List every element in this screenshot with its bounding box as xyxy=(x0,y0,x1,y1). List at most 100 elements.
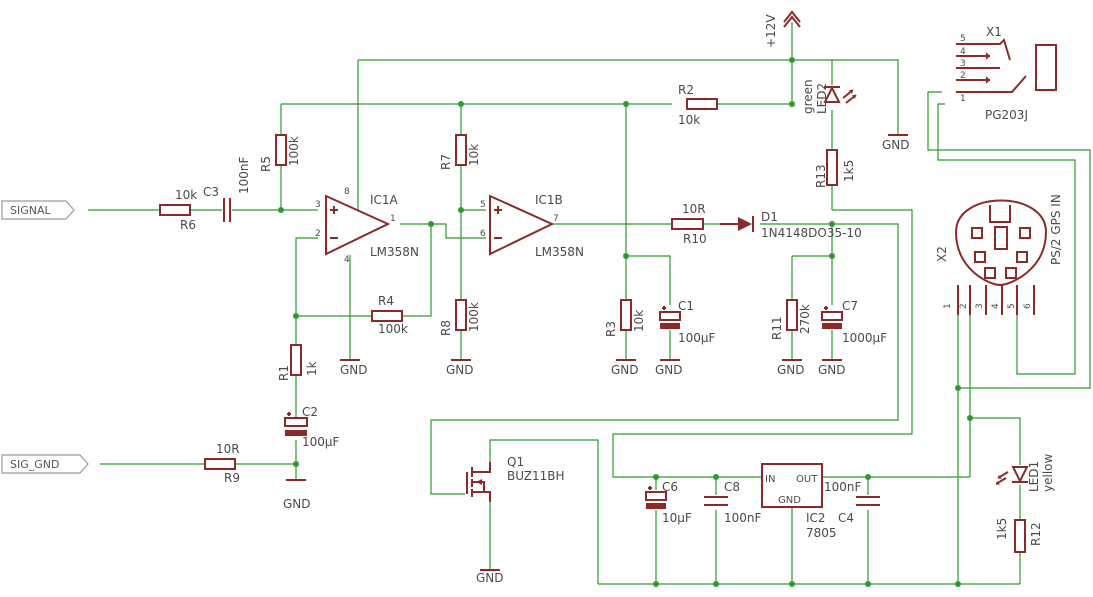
c1-value: 100µF xyxy=(678,331,716,345)
r6-value: 10k xyxy=(175,188,197,202)
gnd-label-ic1a: GND xyxy=(340,363,368,377)
c6-value: 10µF xyxy=(662,511,692,525)
c6-name: C6 xyxy=(662,480,678,494)
ic1a-pin1: 1 xyxy=(390,214,396,224)
q1-value: BUZ11BH xyxy=(507,469,565,483)
gnd-label-c1: GND xyxy=(655,363,683,377)
ic1a-name: IC1A xyxy=(370,193,399,207)
wires xyxy=(88,22,1091,585)
gnd-label-c2: GND xyxy=(283,497,311,511)
capacitor-c7: C7 1000µF xyxy=(821,299,887,345)
r3-name: R3 xyxy=(604,321,618,337)
r1-name: R1 xyxy=(277,365,291,381)
resistor-r10: 10R R10 xyxy=(671,202,707,246)
ic1b-pin5: 5 xyxy=(480,200,486,210)
gnd-label-r3: GND xyxy=(611,363,639,377)
r11-name: R11 xyxy=(770,316,784,340)
r9-name: R9 xyxy=(224,471,240,485)
ic1b-pin6: 6 xyxy=(480,229,486,239)
ic1b-value: LM358N xyxy=(535,245,584,259)
x2-pin4: 4 xyxy=(991,303,1001,309)
connector-x1: 5 4 3 2 1 X1 PG203J xyxy=(956,25,1057,122)
led-led2: green LED2 xyxy=(801,79,857,114)
capacitor-c8: C8 100nF xyxy=(704,480,762,525)
gnd-label-q1: GND xyxy=(476,571,504,585)
capacitor-c2: C2 100µF xyxy=(284,405,340,449)
ic2-name: IC2 xyxy=(806,511,826,525)
r5-value: 100k xyxy=(287,136,301,166)
sig-gnd-port: SIG_GND xyxy=(1,454,89,474)
gnd-symbols: GND GND GND GND GND GND GND GND GND xyxy=(283,134,910,585)
ic2-gnd-pin: GND xyxy=(778,495,801,506)
c8-name: C8 xyxy=(724,480,740,494)
capacitor-c3: C3 100nF xyxy=(203,156,251,222)
r4-name: R4 xyxy=(378,294,394,308)
gnd-label-r11: GND xyxy=(777,363,805,377)
mosfet-q1: Q1 BUZ11BH xyxy=(466,455,565,502)
r10-value: 10R xyxy=(682,202,706,216)
c4-value: 100nF xyxy=(824,480,862,494)
ic1a-pin3: 3 xyxy=(315,200,321,210)
resistor-r3: R3 10k xyxy=(604,299,646,337)
x1-value: PG203J xyxy=(985,108,1028,122)
c2-name: C2 xyxy=(302,405,318,419)
vcc-label: +12V xyxy=(764,14,778,48)
x1-name: X1 xyxy=(986,25,1002,39)
vcc-supply: +12V xyxy=(764,10,801,48)
ic2-in-pin: IN xyxy=(765,474,775,485)
c2-value: 100µF xyxy=(302,435,340,449)
x2-pin2: 2 xyxy=(959,303,969,309)
c7-name: C7 xyxy=(842,299,858,313)
resistor-r12: 1k5 R12 xyxy=(995,518,1043,553)
r8-name: R8 xyxy=(439,320,453,336)
r13-name: R13 xyxy=(814,164,828,188)
c3-value: 100nF xyxy=(237,156,251,194)
r1-value: 1k xyxy=(305,361,319,376)
q1-name: Q1 xyxy=(507,455,524,469)
gnd-label-top: GND xyxy=(882,138,910,152)
junction-dots xyxy=(278,57,973,587)
d1-value: 1N4148DO35-10 xyxy=(761,226,862,240)
x2-pin1: 1 xyxy=(943,303,953,309)
c8-value: 100nF xyxy=(724,511,762,525)
gnd-label-c7: GND xyxy=(818,363,846,377)
r8-value: 100k xyxy=(467,302,481,332)
sig-gnd-port-label: SIG_GND xyxy=(10,458,59,471)
resistor-r11: R11 270k xyxy=(770,299,812,340)
resistor-r7: R7 10k xyxy=(439,134,481,170)
r12-name: R12 xyxy=(1029,522,1043,546)
x2-pin3: 3 xyxy=(975,303,985,309)
r7-name: R7 xyxy=(439,154,453,170)
resistor-r2: R2 10k xyxy=(678,83,718,127)
ic1b-name: IC1B xyxy=(535,193,563,207)
r12-value: 1k5 xyxy=(995,518,1009,540)
x1-pin2: 2 xyxy=(960,71,966,81)
resistor-r9: 10R R9 xyxy=(204,442,240,485)
ic1b-pin7: 7 xyxy=(553,214,559,224)
ic1a-value: LM358N xyxy=(370,245,419,259)
led2-name: LED2 xyxy=(815,83,829,114)
d1-name: D1 xyxy=(761,210,778,224)
r13-value: 1k5 xyxy=(842,160,856,182)
gnd-label-r8: GND xyxy=(446,363,474,377)
c7-value: 1000µF xyxy=(842,331,887,345)
r2-name: R2 xyxy=(678,83,694,97)
x2-name: X2 xyxy=(935,246,949,262)
resistor-r1: R1 1k xyxy=(277,344,319,381)
x2-pin5: 5 xyxy=(1007,303,1017,309)
ic1a-pin8: 8 xyxy=(344,187,350,197)
x2-value: PS/2 GPS IN xyxy=(1049,194,1063,265)
regulator-ic2: IN OUT GND IC2 7805 xyxy=(761,463,837,540)
connector-x2: 1 2 3 4 5 6 X2 PS/2 GPS IN xyxy=(935,194,1063,315)
capacitor-c1: C1 100µF xyxy=(659,299,716,345)
x2-pin6: 6 xyxy=(1023,303,1033,309)
resistor-r8: R8 100k xyxy=(439,299,481,336)
capacitor-c4: 100nF C4 xyxy=(824,480,880,525)
ic2-value: 7805 xyxy=(806,526,837,540)
r7-value: 10k xyxy=(467,144,481,166)
x1-pin3: 3 xyxy=(960,59,966,69)
led-led1: LED1 yellow xyxy=(995,454,1055,492)
resistor-r6: 10k R6 xyxy=(159,188,197,232)
x1-pin1: 1 xyxy=(960,94,966,104)
r2-value: 10k xyxy=(678,113,700,127)
